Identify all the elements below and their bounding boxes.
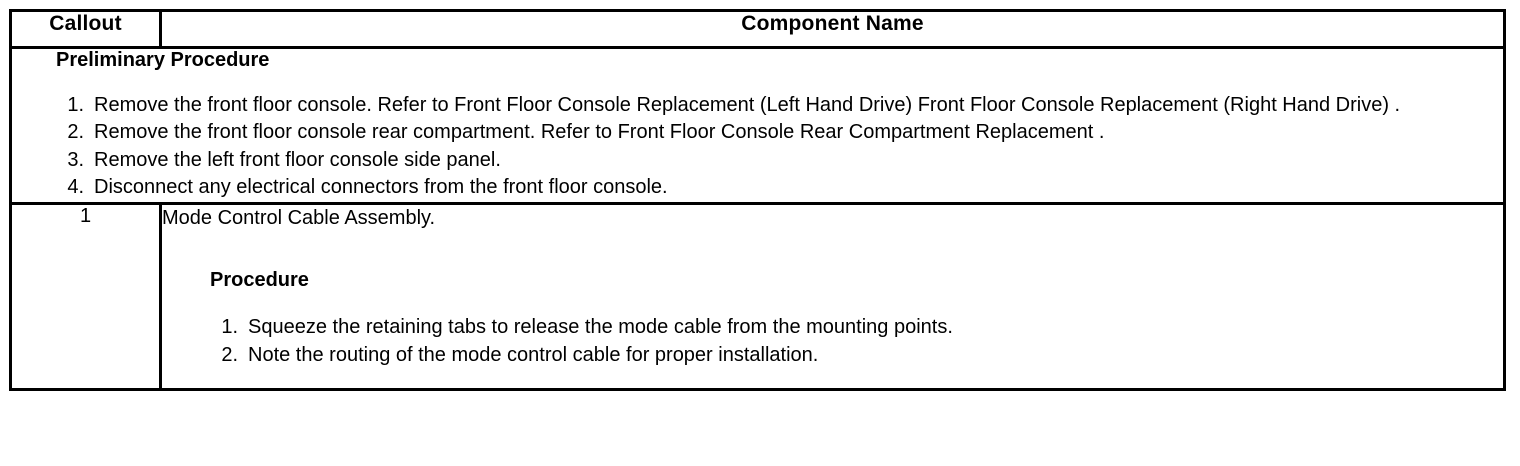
column-header-callout: Callout xyxy=(9,9,162,49)
table-header-row: Callout Component Name xyxy=(9,9,1506,49)
preliminary-procedure-list: Remove the front floor console. Refer to… xyxy=(12,92,1503,201)
service-procedure-table: Callout Component Name Preliminary Proce… xyxy=(9,9,1506,391)
table-row: 1 Mode Control Cable Assembly. Procedure… xyxy=(9,201,1506,391)
list-item: Squeeze the retaining tabs to release th… xyxy=(212,314,953,341)
list-item: Note the routing of the mode control cab… xyxy=(212,342,819,369)
list-item: Remove the left front floor console side… xyxy=(58,147,501,174)
procedure-step-list: Squeeze the retaining tabs to release th… xyxy=(162,314,1503,370)
preliminary-procedure-row: Preliminary Procedure Remove the front f… xyxy=(9,46,1506,205)
column-header-component-name: Component Name xyxy=(159,9,1506,49)
callout-number: 1 xyxy=(9,201,162,391)
preliminary-procedure-title: Preliminary Procedure xyxy=(56,49,270,71)
list-item: Disconnect any electrical connectors fro… xyxy=(58,174,668,201)
procedure-title: Procedure xyxy=(210,268,309,291)
component-name-text: Mode Control Cable Assembly. xyxy=(162,206,436,229)
list-item: Remove the front floor console rear comp… xyxy=(58,119,1105,146)
preliminary-procedure-cell: Preliminary Procedure Remove the front f… xyxy=(9,46,1506,205)
component-description-cell: Mode Control Cable Assembly. Procedure S… xyxy=(159,201,1506,391)
list-item: Remove the front floor console. Refer to… xyxy=(58,92,1401,119)
